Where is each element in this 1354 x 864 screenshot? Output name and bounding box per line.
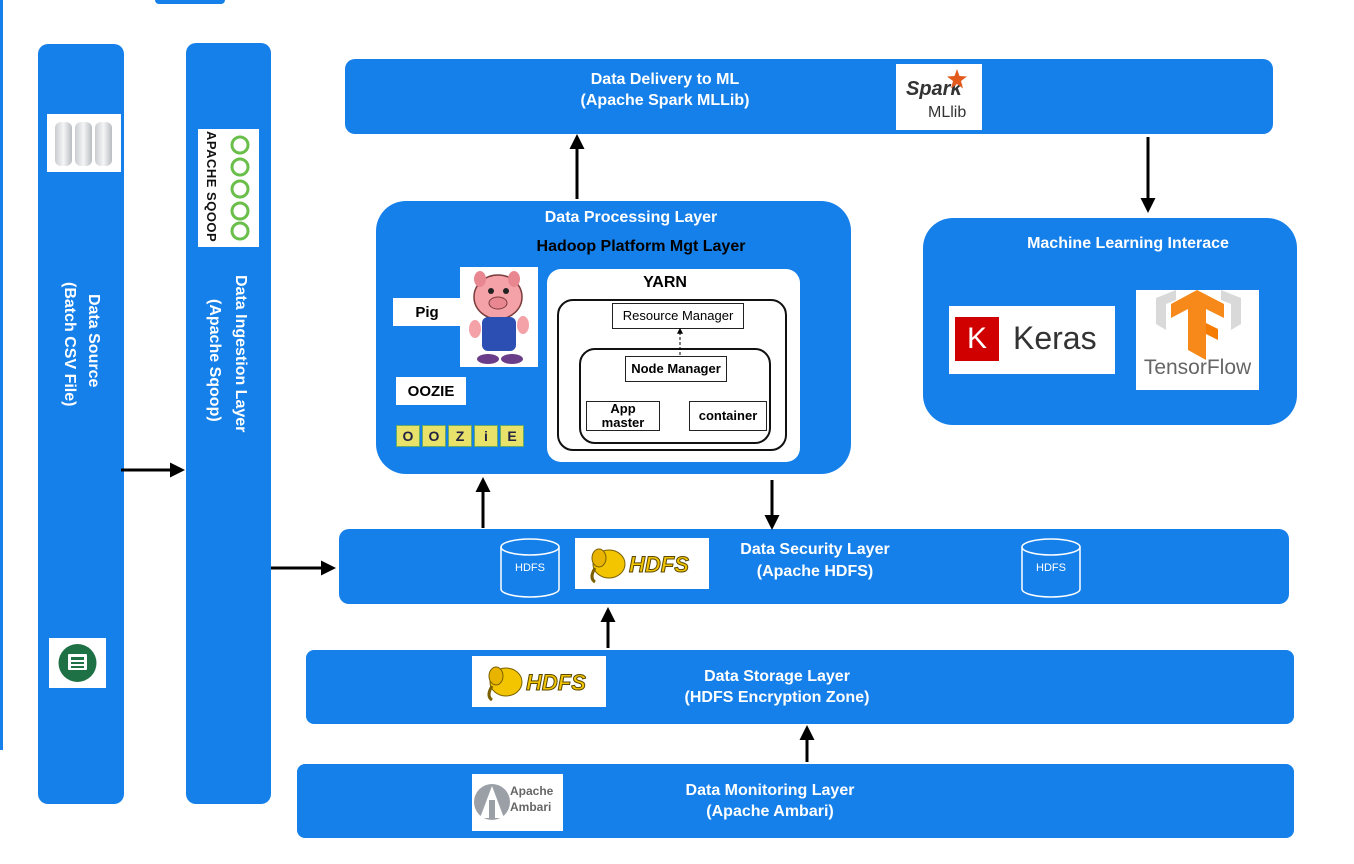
spark-logo: Spark MLlib [896,64,982,130]
ingestion-title: Data Ingestion Layer [232,275,249,433]
delivery-subtitle: (Apache Spark MLLib) [580,92,750,109]
delivery-title: Data Delivery to ML [590,71,740,88]
hdfs-elephant-logo: HDFS [472,656,606,707]
ambari-logo-line2: Ambari [510,800,552,814]
yarn-outer [557,299,787,451]
ml-panel: Machine Learning Interace K Keras Tensor… [923,218,1297,425]
monitoring-panel: Apache Ambari Data Monitoring Layer (Apa… [297,764,1294,838]
hdfs-cylinder-left-label: HDFS [515,562,545,574]
delivery-panel: Data Delivery to ML (Apache Spark MLLib)… [345,59,1273,134]
hdfs-elephant-logo: HDFS [575,538,709,589]
data-source-panel: Data Source (Batch CSV File) [38,44,124,804]
left-edge-line [0,0,3,750]
oozie-letter: i [474,425,498,447]
resource-manager-box: Resource Manager [612,303,744,329]
monitoring-subtitle: (Apache Ambari) [706,803,834,820]
oozie-letter: O [422,425,446,447]
oozie-letter: Z [448,425,472,447]
security-panel: HDFS HDFS Data Security Layer (Apache HD… [339,529,1289,604]
keras-text: Keras [1013,320,1097,356]
storage-panel: HDFS Data Storage Layer (HDFS Encryption… [306,650,1294,724]
keras-logo: K Keras [949,306,1115,374]
oozie-logo: O O Z i E [396,425,524,447]
spark-logo-main: Spark [906,78,962,100]
ambari-logo-line1: Apache [510,784,554,798]
hdfs-logo-text: HDFS [526,670,587,696]
monitoring-title: Data Monitoring Layer [685,782,855,799]
data-source-title: Data Source [85,294,102,388]
top-tab-fragment [155,0,225,4]
security-title: Data Security Layer [740,541,890,558]
processing-subtitle: Hadoop Platform Mgt Layer [536,238,746,255]
ingestion-subtitle: (Apache Sqoop) [206,299,223,422]
processing-title: Data Processing Layer [544,209,718,226]
hdfs-cylinder-left: HDFS [499,537,561,599]
ambari-logo: Apache Ambari [472,774,563,831]
pig-label: Pig [393,298,461,326]
sqoop-logo-text: APACHE SQOOP [204,131,219,243]
spark-logo-sub: MLlib [928,104,967,121]
processing-panel: Data Processing Layer Hadoop Platform Mg… [376,201,851,474]
pig-logo [460,267,538,367]
yarn-container: YARN Resource Manager Node Manager App m… [547,269,800,462]
tensorflow-text: TensorFlow [1143,356,1252,379]
node-manager-box: Node Manager [625,356,727,382]
hdfs-cylinder-right: HDFS [1020,537,1082,599]
spreadsheet-icon [49,638,106,688]
hdfs-cylinder-right-label: HDFS [1036,562,1066,574]
sqoop-logo: APACHE SQOOP [198,129,259,247]
container-box: container [689,401,767,431]
ml-title: Machine Learning Interace [1027,235,1229,252]
yarn-inner [579,348,771,444]
ingestion-panel: APACHE SQOOP Data Ingestion Layer (Apach… [186,43,271,804]
yarn-title: YARN [643,274,687,291]
keras-icon: K [955,317,999,361]
tensorflow-logo: TensorFlow [1136,290,1259,390]
database-icon [47,114,121,172]
data-source-subtitle: (Batch CSV File) [61,282,78,407]
oozie-letter: E [500,425,524,447]
storage-subtitle: (HDFS Encryption Zone) [684,689,870,706]
storage-title: Data Storage Layer [704,668,850,685]
security-subtitle: (Apache HDFS) [756,563,874,580]
oozie-letter: O [396,425,420,447]
oozie-label: OOZIE [396,377,466,405]
app-master-box: App master [586,401,660,431]
hdfs-logo-text: HDFS [629,552,690,578]
